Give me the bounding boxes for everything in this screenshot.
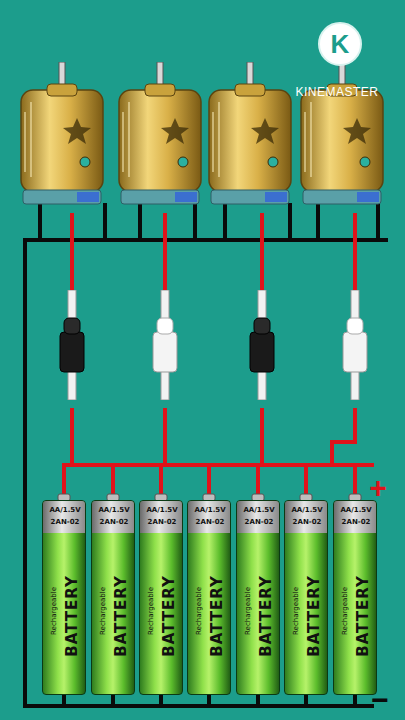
battery-label: AA/1.5V [146,506,177,514]
battery-cell: AA/1.5V 2AN-02Rechargeable BATTERY [333,500,377,695]
battery-brand: BATTERY [63,575,81,657]
polarity-sign: − [371,683,389,717]
battery-cap [334,501,376,533]
battery-cap [188,501,230,533]
battery-label: Rechargeable [195,587,203,635]
battery-cell: AA/1.5V 2AN-02Rechargeable BATTERY [284,500,328,695]
battery-brand: BATTERY [354,575,372,657]
battery-label: AA/1.5V [291,506,322,514]
watermark: KINEMASTER [295,85,378,99]
battery-brand: BATTERY [208,575,226,657]
battery-label: Rechargeable [244,587,252,635]
battery-label: 2AN-02 [51,518,80,526]
battery-label: 2AN-02 [293,518,322,526]
battery-cell: AA/1.5V 2AN-02Rechargeable BATTERY [139,500,183,695]
battery-cell: AA/1.5V 2AN-02Rechargeable BATTERY [42,500,86,695]
battery-label: AA/1.5V [49,506,80,514]
battery-cell: AA/1.5V 2AN-02Rechargeable BATTERY [236,500,280,695]
battery-brand: BATTERY [257,575,275,657]
battery-brand: BATTERY [160,575,178,657]
battery-label: 2AN-02 [100,518,129,526]
battery-cap [237,501,279,533]
battery-cap [140,501,182,533]
battery-label: 2AN-02 [196,518,225,526]
battery-cap [285,501,327,533]
battery-cell: AA/1.5V 2AN-02Rechargeable BATTERY [187,500,231,695]
logo-letter: K [331,29,350,60]
battery-cap [92,501,134,533]
battery-label: Rechargeable [292,587,300,635]
polarity-sign: + [369,471,387,505]
battery-label: AA/1.5V [243,506,274,514]
battery-label: AA/1.5V [340,506,371,514]
battery-label: Rechargeable [147,587,155,635]
battery-label: AA/1.5V [98,506,129,514]
battery-cap [43,501,85,533]
battery-label: 2AN-02 [148,518,177,526]
battery-brand: BATTERY [305,575,323,657]
battery-label: Rechargeable [99,587,107,635]
battery-label: 2AN-02 [245,518,274,526]
battery-label: AA/1.5V [194,506,225,514]
battery-cell: AA/1.5V 2AN-02Rechargeable BATTERY [91,500,135,695]
battery-label: Rechargeable [50,587,58,635]
battery-label: Rechargeable [341,587,349,635]
battery-brand: BATTERY [112,575,130,657]
battery-label: 2AN-02 [342,518,371,526]
